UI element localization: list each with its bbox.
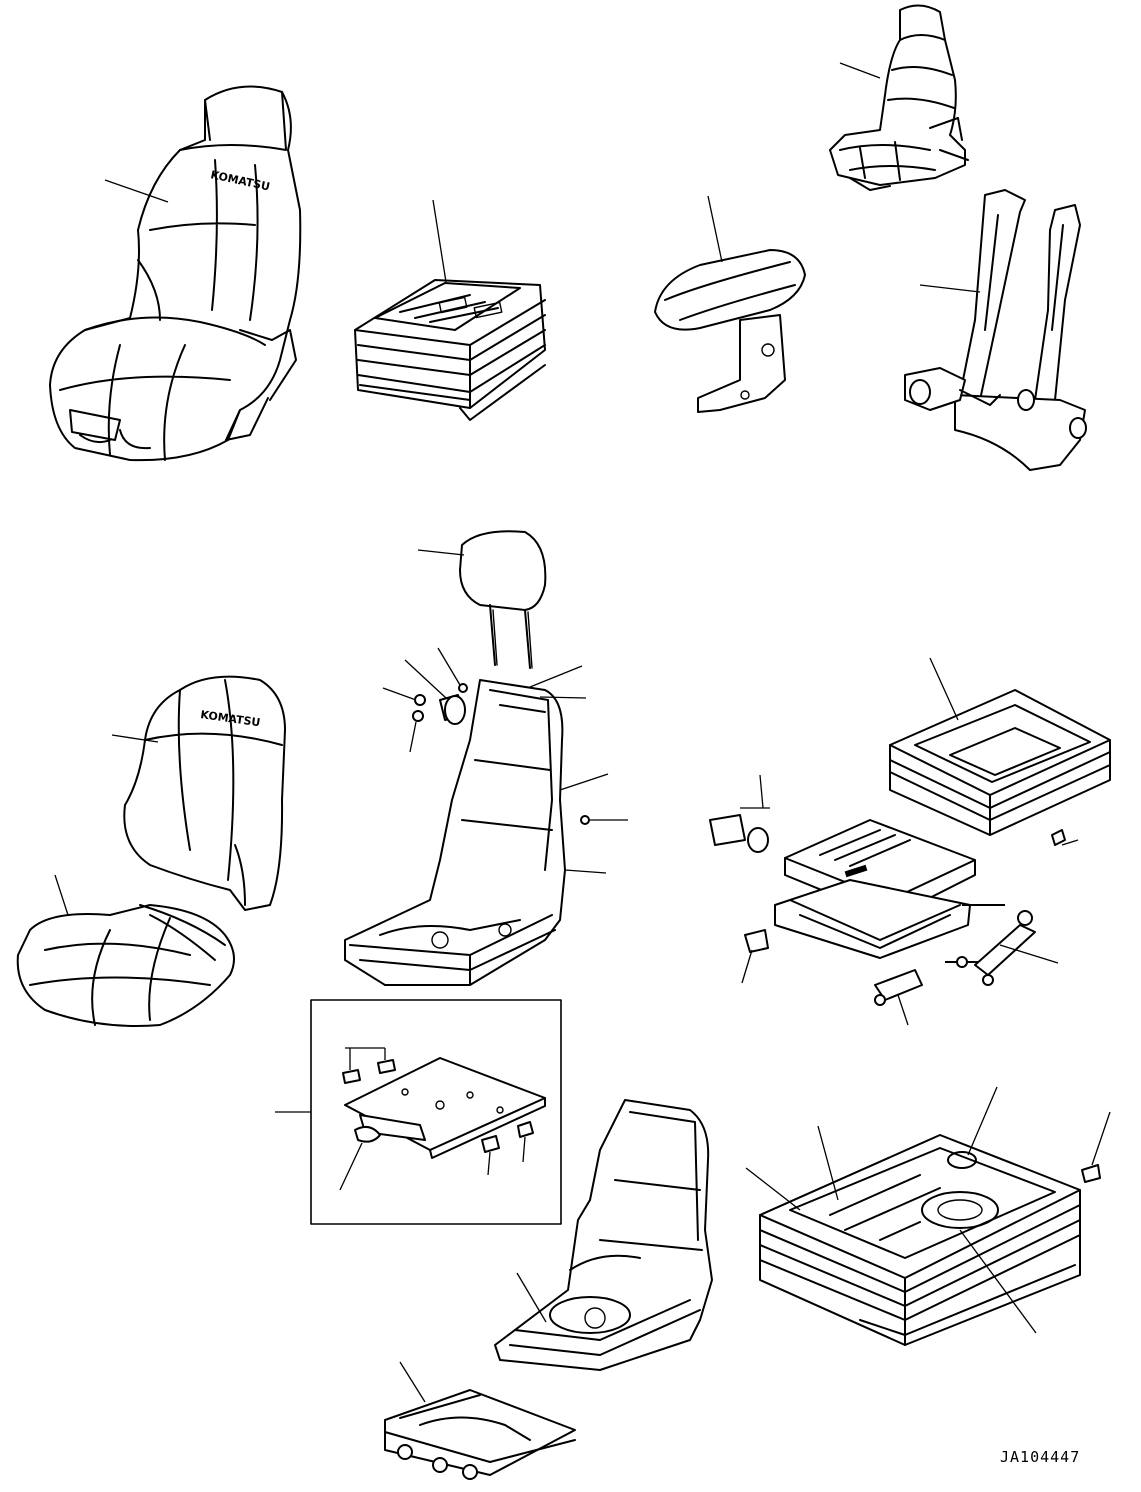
inset-detail	[310, 999, 562, 1225]
seat-frame	[344, 679, 566, 986]
seat-assembly-small	[829, 4, 969, 191]
seat-back-cover: KOMATSU	[123, 675, 286, 911]
seat-bottom-plate	[384, 1389, 576, 1480]
headrest	[459, 530, 547, 669]
suspension-mechanism	[709, 814, 1066, 1006]
seat-belt-frame	[904, 189, 1087, 471]
reference-code: JA104447	[1000, 1448, 1080, 1466]
suspension-base	[354, 279, 546, 421]
seat-assembly: KOMATSU	[49, 85, 302, 462]
adjust-knob-parts	[412, 683, 590, 825]
leader-lines	[54, 62, 1111, 1403]
seat-cushion	[16, 904, 235, 1027]
suspension-upper-cover	[889, 689, 1111, 836]
suspension-lower-unit	[759, 1134, 1101, 1346]
seat-back-frame	[494, 1099, 713, 1371]
armrest	[654, 249, 806, 413]
